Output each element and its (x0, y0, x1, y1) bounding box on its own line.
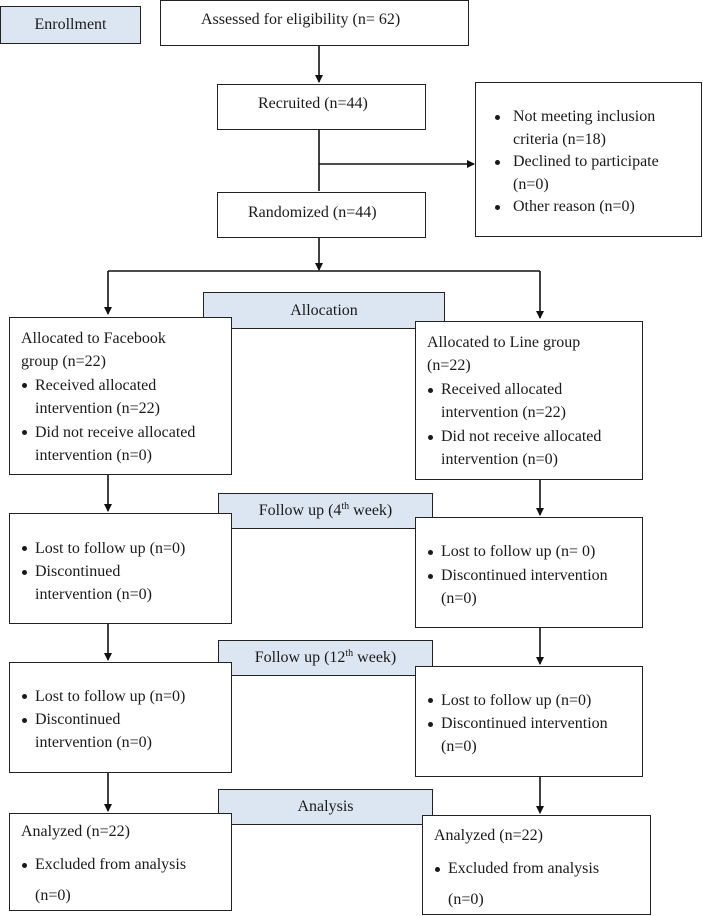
line-analyzed: Analyzed (n=22) (434, 827, 543, 844)
excluded-box: Not meeting inclusion criteria (n=18) De… (475, 82, 702, 237)
line-f12-discontinued-line1: Discontinued intervention (441, 715, 608, 732)
stage-follow-up-4-suffix: week) (349, 502, 393, 519)
bullet (428, 550, 433, 555)
randomized-label: Randomized (n=44) (248, 204, 377, 221)
facebook-analysis-box: Analyzed (n=22) Excluded from analysis (… (9, 813, 232, 911)
facebook-f4-discontinued-line2: intervention (n=0) (35, 586, 152, 603)
stage-follow-up-12th-week: Follow up (12th week) (218, 640, 433, 676)
line-excluded-line2: (n=0) (448, 891, 484, 908)
line-follow-up-12-box: Lost to follow up (n=0) Discontinued int… (415, 666, 643, 777)
facebook-not-received-line2: intervention (n=0) (35, 447, 152, 464)
stage-analysis-label: Analysis (297, 798, 354, 815)
bullet (22, 430, 27, 435)
assessed-label: Assessed for eligibility (n= 62) (201, 11, 401, 28)
bullet (22, 694, 27, 699)
stage-follow-up-4-text: Follow up (4 (258, 502, 342, 519)
facebook-f12-lost: Lost to follow up (n=0) (35, 688, 186, 705)
excluded-item-2-line2: (n=0) (513, 176, 549, 193)
recruited-label: Recruited (n=44) (258, 95, 368, 112)
bullet (22, 570, 27, 575)
bullet (435, 867, 440, 872)
line-allocation-box: Allocated to Line group (n=22) Received … (415, 321, 643, 480)
facebook-analyzed: Analyzed (n=22) (21, 823, 130, 840)
line-received-line2: intervention (n=22) (441, 404, 566, 421)
stage-follow-up-12-sup: th (345, 648, 354, 659)
facebook-allocation-title-line1: Allocated to Facebook (21, 330, 166, 347)
facebook-follow-up-4-box: Lost to follow up (n=0) Discontinued int… (9, 513, 232, 624)
stage-follow-up-12-text: Follow up (12 (254, 649, 346, 666)
line-f4-lost: Lost to follow up (n= 0) (441, 543, 596, 560)
line-f12-lost: Lost to follow up (n=0) (441, 692, 592, 709)
line-f4-discontinued-line2: (n=0) (441, 590, 477, 607)
assessed-box: Assessed for eligibility (n= 62) (160, 0, 469, 46)
facebook-f12-discontinued-line2: intervention (n=0) (35, 734, 152, 751)
stage-follow-up-4th-week: Follow up (4th week) (218, 493, 433, 529)
bullet (22, 383, 27, 388)
facebook-excluded-line1: Excluded from analysis (35, 856, 187, 873)
stage-enrollment-label: Enrollment (34, 16, 107, 33)
line-allocation-title-line2: (n=22) (427, 357, 471, 374)
bullet (495, 115, 500, 120)
line-f12-discontinued-line2: (n=0) (441, 738, 477, 755)
stage-analysis: Analysis (218, 789, 433, 825)
facebook-received-line1: Received allocated (35, 377, 157, 394)
stage-follow-up-4-sup: th (341, 501, 350, 512)
bullet (495, 160, 500, 165)
facebook-follow-up-12-box: Lost to follow up (n=0) Discontinued int… (9, 662, 232, 773)
stage-follow-up-12-suffix: week) (353, 649, 397, 666)
line-allocation-title-line1: Allocated to Line group (427, 334, 581, 351)
bullet (428, 722, 433, 727)
stage-allocation: Allocation (203, 292, 445, 329)
bullet (428, 435, 433, 440)
facebook-f4-discontinued-line1: Discontinued (35, 563, 121, 580)
line-excluded-line1: Excluded from analysis (448, 860, 600, 877)
bullet (22, 863, 27, 868)
stage-allocation-label: Allocation (290, 302, 358, 319)
facebook-excluded-line2: (n=0) (35, 887, 71, 904)
facebook-f12-discontinued-line1: Discontinued (35, 711, 121, 728)
facebook-received-line2: intervention (n=22) (35, 400, 160, 417)
randomized-box: Randomized (n=44) (217, 192, 426, 238)
bullet (22, 718, 27, 723)
bullet (428, 698, 433, 703)
bullet (495, 205, 500, 210)
excluded-item-3-line1: Other reason (n=0) (513, 198, 635, 215)
line-follow-up-4-box: Lost to follow up (n= 0) Discontinued in… (415, 517, 643, 628)
excluded-item-1-line2: criteria (n=18) (513, 131, 606, 148)
stage-enrollment: Enrollment (0, 6, 141, 44)
facebook-allocation-box: Allocated to Facebook group (n=22) Recei… (9, 317, 232, 475)
bullet (428, 574, 433, 579)
line-analysis-box: Analyzed (n=22) Excluded from analysis (… (422, 815, 651, 915)
facebook-allocation-title-line2: group (n=22) (21, 353, 107, 370)
line-received-line1: Received allocated (441, 381, 563, 398)
excluded-item-1-line1: Not meeting inclusion (513, 108, 656, 125)
line-f4-discontinued-line1: Discontinued intervention (441, 567, 608, 584)
bullet (428, 388, 433, 393)
facebook-f4-lost: Lost to follow up (n=0) (35, 540, 186, 557)
recruited-box: Recruited (n=44) (217, 84, 426, 130)
line-not-received-line2: intervention (n=0) (441, 451, 558, 468)
facebook-not-received-line1: Did not receive allocated (35, 424, 196, 441)
bullet (22, 546, 27, 551)
line-not-received-line1: Did not receive allocated (441, 428, 602, 445)
excluded-item-2-line1: Declined to participate (513, 153, 659, 170)
